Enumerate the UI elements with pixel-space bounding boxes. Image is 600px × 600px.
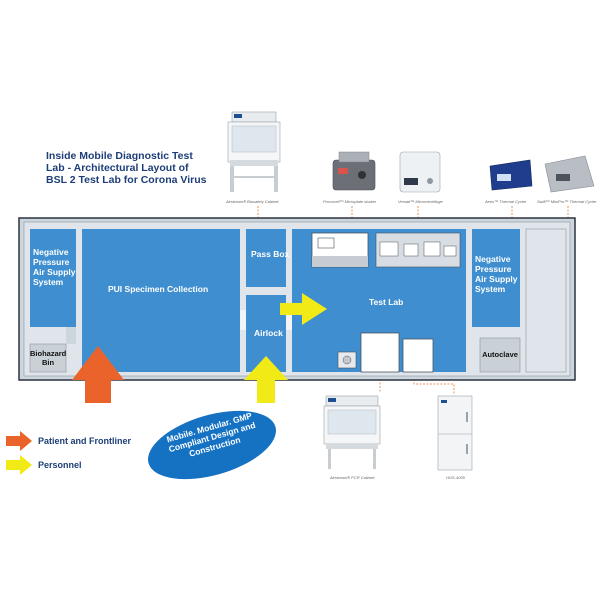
room-pass-box bbox=[246, 229, 286, 287]
microcentrifuge-image bbox=[399, 151, 441, 193]
room-autoclave bbox=[479, 337, 521, 373]
patient-arrow bbox=[72, 346, 124, 403]
shaker-image bbox=[332, 151, 376, 191]
room-pui-specimen-collection bbox=[82, 229, 240, 372]
title-line-1: Inside Mobile Diagnostic Test bbox=[46, 150, 193, 162]
freezer-caption: HOS-4005 bbox=[446, 475, 465, 480]
thermal-cycler-2-caption: Swift™ MiniPro™ Thermal Cycler bbox=[537, 199, 597, 204]
title-line-2: Lab - Architectural Layout of bbox=[46, 162, 189, 174]
negative-pressure-left-label: Negative Pressure Air Supply System bbox=[33, 247, 76, 287]
biohazard-bin-label: Biohazard Bin bbox=[30, 349, 67, 367]
room-negative-pressure-right bbox=[472, 229, 520, 327]
personnel-arrow-vertical bbox=[244, 356, 288, 403]
legend-arrow-personnel bbox=[6, 455, 32, 475]
legend-arrow-patient bbox=[6, 431, 32, 451]
biosafety-cabinet-caption: Airstream® Biosafety Cabinet bbox=[226, 199, 279, 204]
room-negative-pressure-left bbox=[30, 229, 76, 327]
thermal-cycler-1-caption: Aeris™ Thermal Cycler bbox=[485, 199, 527, 204]
negative-pressure-right-label: Negative Pressure Air Supply System bbox=[475, 254, 518, 294]
test-lab-label: Test Lab bbox=[369, 297, 404, 307]
airlock-label: Airlock bbox=[254, 328, 283, 338]
pcr-cabinet-caption: Airstream® PCR Cabinet bbox=[330, 475, 375, 480]
thermal-cycler-1-image bbox=[489, 159, 533, 191]
shaker-caption: Provocell™ Microplate shaker bbox=[323, 199, 377, 204]
legend-label-patient: Patient and Frontliner bbox=[38, 436, 132, 446]
lab-freezer bbox=[402, 338, 434, 373]
microcentrifuge-caption: Versati™ Microcentrifuge bbox=[398, 199, 443, 204]
room-biohazard-bin bbox=[29, 343, 67, 373]
badge-ellipse bbox=[148, 410, 276, 480]
title-line-3: BSL 2 Test Lab for Corona Virus bbox=[46, 174, 207, 186]
pass-box-label: Pass Box bbox=[251, 249, 290, 259]
legend-label-personnel: Personnel bbox=[38, 460, 82, 470]
personnel-arrow-horizontal bbox=[280, 293, 327, 325]
diagram-title: Inside Mobile Diagnostic Test Lab - Arch… bbox=[46, 150, 246, 186]
autoclave-label: Autoclave bbox=[482, 350, 518, 359]
lab-pcr-cabinet bbox=[360, 332, 400, 373]
freezer-image bbox=[437, 395, 473, 471]
biosafety-cabinet-image bbox=[227, 111, 281, 192]
thermal-cycler-2-image bbox=[544, 155, 595, 193]
pui-specimen-collection-label: PUI Specimen Collection bbox=[108, 284, 209, 294]
pcr-cabinet-image bbox=[323, 395, 381, 469]
